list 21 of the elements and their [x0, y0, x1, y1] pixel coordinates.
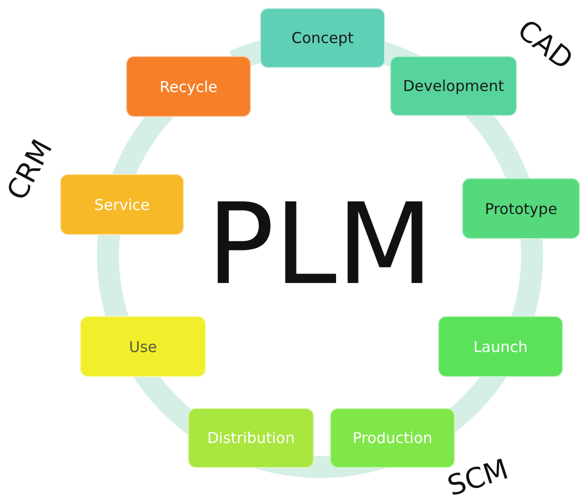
process-box [60, 174, 184, 235]
system-label: SCM [444, 455, 512, 501]
step-label: Launch [473, 338, 528, 356]
step-label: Concept [291, 29, 354, 47]
step-label: Prototype [484, 200, 558, 218]
process-box [390, 56, 517, 116]
process-box [80, 316, 206, 377]
system-label: CAD [512, 15, 578, 75]
process-box [188, 408, 314, 468]
step-label: Distribution [207, 429, 295, 447]
process-box [126, 56, 251, 117]
process-box [462, 178, 580, 239]
process-box [438, 316, 563, 377]
process-box [260, 8, 385, 68]
step-label: Recycle [160, 78, 218, 96]
center-title: PLM [206, 189, 434, 301]
step-label: Use [128, 338, 158, 356]
step-label: Service [94, 196, 150, 214]
step-label: Production [352, 429, 432, 447]
system-label: CRM [2, 136, 58, 204]
step-label: Development [403, 77, 504, 95]
